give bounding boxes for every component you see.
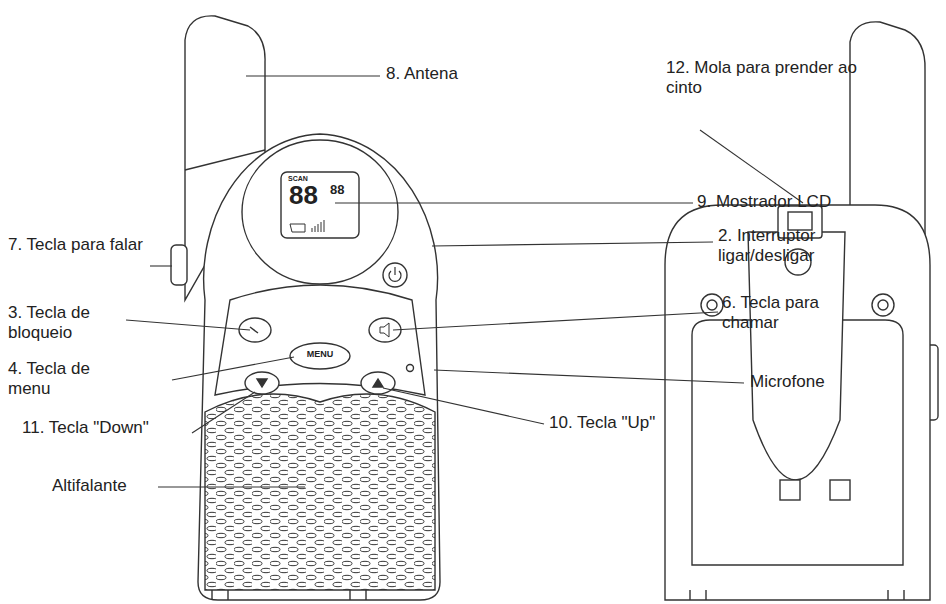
part-label: Microfone [750,372,870,392]
part-label: 11. Tecla "Down" [22,418,202,438]
lcd-digits: 88 [289,182,329,208]
lcd-indicator: SCAN [288,175,318,182]
part-label: 7. Tecla para falar [8,235,146,255]
lcd-digits-small: 88 [330,183,356,196]
part-label: 6. Tecla para chamar [722,293,852,334]
part-label: 2. Interruptor ligar/desligar [718,226,868,267]
part-label: 9. Mostrador LCD [697,192,897,212]
part-label: 8. Antena [386,64,546,84]
part-label: 3. Tecla de bloqueio [8,303,126,344]
part-label: 12. Mola para prender ao cinto [666,58,876,99]
part-label: 10. Tecla "Up" [549,413,709,433]
part-label: Altifalante [52,476,162,496]
part-label: 4. Tecla de menu [8,359,126,400]
button-text: MENU [296,350,344,359]
